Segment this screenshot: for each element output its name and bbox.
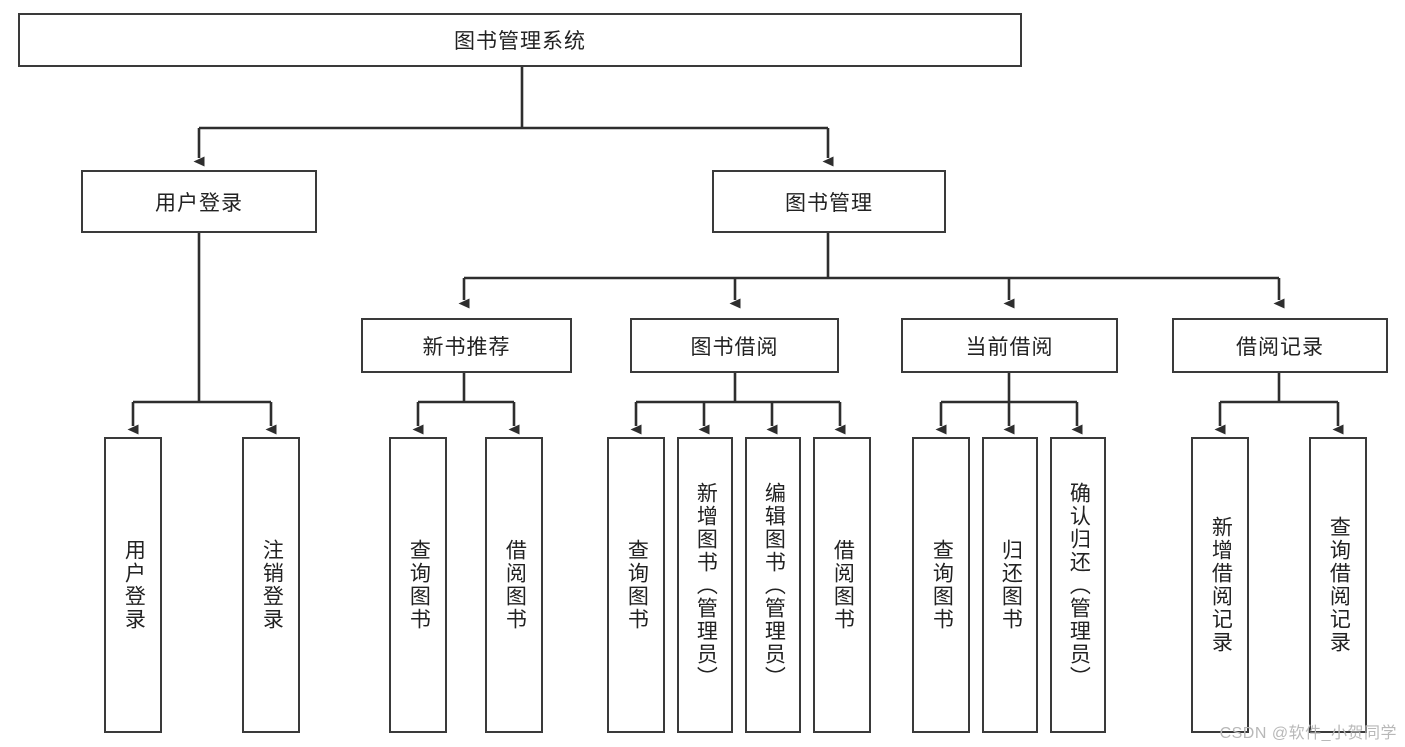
leaf-recommend-query-book[interactable]: 查询图书	[389, 437, 447, 733]
csdn-watermark: CSDN @软件_小贺同学	[1219, 725, 1397, 742]
node-label: 查询图书	[625, 539, 649, 631]
leaf-current-return-book[interactable]: 归还图书	[982, 437, 1038, 733]
node-label: 查询图书	[407, 539, 431, 631]
node-label: 用户登录	[155, 191, 243, 215]
leaf-borrow-borrow-book[interactable]: 借阅图书	[813, 437, 871, 733]
node-borrow-record[interactable]: 借阅记录	[1172, 318, 1388, 373]
leaf-borrow-add-book-admin[interactable]: 新增图书（管理员）	[677, 437, 733, 733]
node-label: 新增图书（管理员）	[694, 481, 718, 689]
node-root-book-management-system[interactable]: 图书管理系统	[18, 13, 1022, 67]
node-label: 图书管理系统	[454, 30, 586, 53]
node-label: 编辑图书（管理员）	[762, 481, 786, 689]
node-book-management[interactable]: 图书管理	[712, 170, 946, 233]
node-user-login[interactable]: 用户登录	[81, 170, 317, 233]
node-label: 查询借阅记录	[1327, 516, 1351, 654]
leaf-borrow-query-book[interactable]: 查询图书	[607, 437, 665, 733]
node-label: 确认归还（管理员）	[1067, 481, 1091, 689]
leaf-current-confirm-return-admin[interactable]: 确认归还（管理员）	[1050, 437, 1106, 733]
node-label: 用户登录	[122, 539, 146, 631]
node-label: 注销登录	[260, 539, 284, 631]
node-label: 查询图书	[930, 539, 954, 631]
node-book-borrow[interactable]: 图书借阅	[630, 318, 839, 373]
leaf-recommend-borrow-book[interactable]: 借阅图书	[485, 437, 543, 733]
node-label: 借阅记录	[1236, 335, 1324, 359]
leaf-current-query-book[interactable]: 查询图书	[912, 437, 970, 733]
leaf-user-login-logout[interactable]: 注销登录	[242, 437, 300, 733]
leaf-borrow-edit-book-admin[interactable]: 编辑图书（管理员）	[745, 437, 801, 733]
node-label: 当前借阅	[965, 335, 1054, 359]
leaf-record-add-borrow-record[interactable]: 新增借阅记录	[1191, 437, 1249, 733]
node-label: 新增借阅记录	[1209, 516, 1233, 654]
node-label: 归还图书	[999, 539, 1023, 631]
node-new-book-recommend[interactable]: 新书推荐	[361, 318, 572, 373]
leaf-record-query-borrow-record[interactable]: 查询借阅记录	[1309, 437, 1367, 733]
node-label: 借阅图书	[831, 539, 855, 631]
node-label: 图书借阅	[690, 335, 779, 359]
node-label: 借阅图书	[503, 539, 527, 631]
node-current-borrow[interactable]: 当前借阅	[901, 318, 1118, 373]
node-label: 新书推荐	[422, 335, 511, 359]
leaf-user-login-signin[interactable]: 用户登录	[104, 437, 162, 733]
node-label: 图书管理	[785, 191, 873, 215]
